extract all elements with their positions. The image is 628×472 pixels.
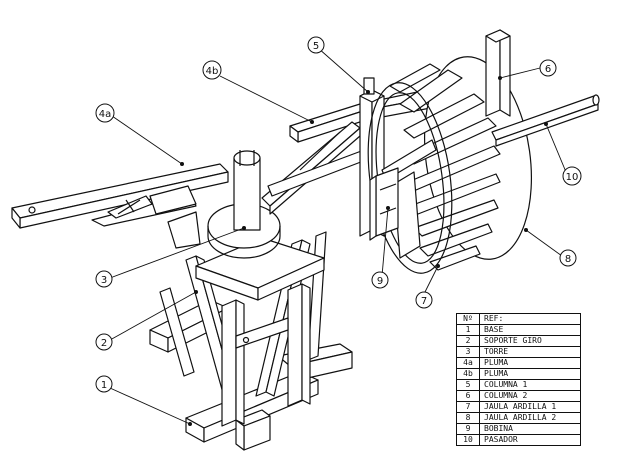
callout-7: 7 <box>415 291 433 309</box>
svg-text:2: 2 <box>101 338 107 349</box>
header-ref: REF: <box>479 313 581 325</box>
svg-text:6: 6 <box>545 64 551 75</box>
row-num: 4b <box>456 368 480 380</box>
row-num: 5 <box>456 379 480 391</box>
leader-lines <box>109 47 567 426</box>
row-num: 1 <box>456 324 480 336</box>
row-ref: PLUMA <box>479 357 581 369</box>
row-ref: PLUMA <box>479 368 581 380</box>
svg-text:3: 3 <box>101 275 107 286</box>
row-num: 9 <box>456 423 480 435</box>
row-ref: COLUMNA 1 <box>479 379 581 391</box>
callout-4b: 4b <box>202 60 222 80</box>
bobina <box>369 167 399 241</box>
svg-text:4b: 4b <box>206 66 219 77</box>
row-ref: SOPORTE GIRO <box>479 335 581 347</box>
callout-4a: 4a <box>95 103 115 123</box>
callout-9: 9 <box>371 271 389 289</box>
row-num: 2 <box>456 335 480 347</box>
row-ref: COLUMNA 2 <box>479 390 581 402</box>
jaula-ardilla <box>367 56 533 274</box>
svg-text:5: 5 <box>313 41 319 52</box>
row-num: 4a <box>456 357 480 369</box>
row-ref: JAULA ARDILLA 1 <box>479 401 581 413</box>
row-num: 10 <box>456 434 480 446</box>
svg-text:4a: 4a <box>99 109 112 120</box>
row-ref: TORRE <box>479 346 581 358</box>
row-num: 6 <box>456 390 480 402</box>
callout-8: 8 <box>559 249 577 267</box>
row-ref: BASE <box>479 324 581 336</box>
svg-text:9: 9 <box>377 276 383 287</box>
pluma-4a <box>11 163 229 249</box>
soporte-giro <box>159 231 327 427</box>
row-num: 7 <box>456 401 480 413</box>
row-num: 8 <box>456 412 480 424</box>
pluma-4b <box>261 85 453 215</box>
svg-text:8: 8 <box>565 254 571 265</box>
row-ref: JAULA ARDILLA 2 <box>479 412 581 424</box>
callout-6: 6 <box>539 59 557 77</box>
callout-5: 5 <box>307 36 325 54</box>
callout-10: 10 <box>562 166 582 186</box>
row-num: 3 <box>456 346 480 358</box>
parts-table-header: Nº REF: <box>456 313 581 325</box>
svg-text:10: 10 <box>566 172 579 183</box>
callout-1: 1 <box>95 375 113 393</box>
callout-3: 3 <box>95 270 113 288</box>
row-ref: PASADOR <box>479 434 581 446</box>
svg-text:1: 1 <box>101 380 107 391</box>
callout-2: 2 <box>95 333 113 351</box>
svg-text:7: 7 <box>421 296 427 307</box>
columna-2 <box>485 29 511 117</box>
header-num: Nº <box>456 313 480 325</box>
row-ref: BOBINA <box>479 423 581 435</box>
